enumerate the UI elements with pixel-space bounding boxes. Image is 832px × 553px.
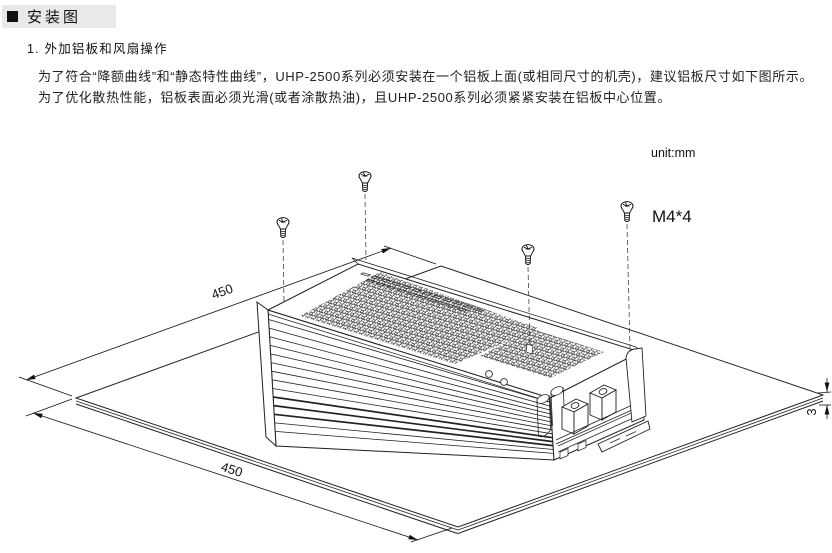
cover-screw-hole: [500, 378, 508, 386]
mounting-screw-4: [620, 201, 634, 222]
dimension-lines: 450 450 3: [18, 245, 832, 543]
terminal-end: [536, 347, 651, 461]
page-title: 安装图: [27, 10, 82, 26]
screw-spec-label: M4*4: [652, 207, 692, 226]
bottom-tab: [559, 439, 587, 460]
capacitor: [536, 386, 565, 438]
dim-3-thickness: 3: [804, 378, 832, 419]
dim-label-top-450: 450: [209, 281, 235, 303]
section-marker-square: [7, 11, 18, 22]
dim-label-thickness-3: 3: [804, 408, 819, 415]
busbar: [555, 405, 633, 445]
mounting-screw-2: [358, 171, 372, 192]
mounting-bracket: [597, 347, 651, 453]
mounting-screw-1: [276, 217, 290, 238]
cover-perforation-main: [300, 272, 538, 364]
unit-label: unit:mm: [651, 146, 695, 160]
psu-top-cover: [266, 257, 642, 399]
dim-450-top: 450: [18, 245, 437, 397]
cover-perforation-right: [480, 329, 604, 378]
psu-left-end: [256, 300, 277, 448]
cover-vent-slots: [359, 272, 484, 312]
instruction-line-1: 为了符合“降额曲线”和“静态特性曲线”，UHP-2500系列必须安装在一个铝板上…: [38, 69, 814, 84]
terminal-block: [588, 384, 618, 421]
installation-diagram: 450 450 3: [18, 146, 832, 543]
cover-notch: [525, 343, 534, 355]
cover-screw-hole: [485, 370, 493, 378]
dim-label-bottom-450: 450: [219, 459, 244, 480]
instruction-line-2: 为了优化散热性能，铝板表面必须光滑(或者涂散热油)，且UHP-2500系列必须紧…: [38, 90, 671, 105]
screw-leader-line: [282, 193, 631, 350]
subsection-title: 1. 外加铝板和风扇操作: [27, 42, 168, 56]
mounting-screw-3: [521, 244, 535, 265]
dim-450-bottom: 450: [25, 398, 453, 543]
psu-unit: [256, 257, 651, 461]
section-header: 安装图: [2, 5, 116, 28]
mounting-screws: [276, 171, 634, 350]
